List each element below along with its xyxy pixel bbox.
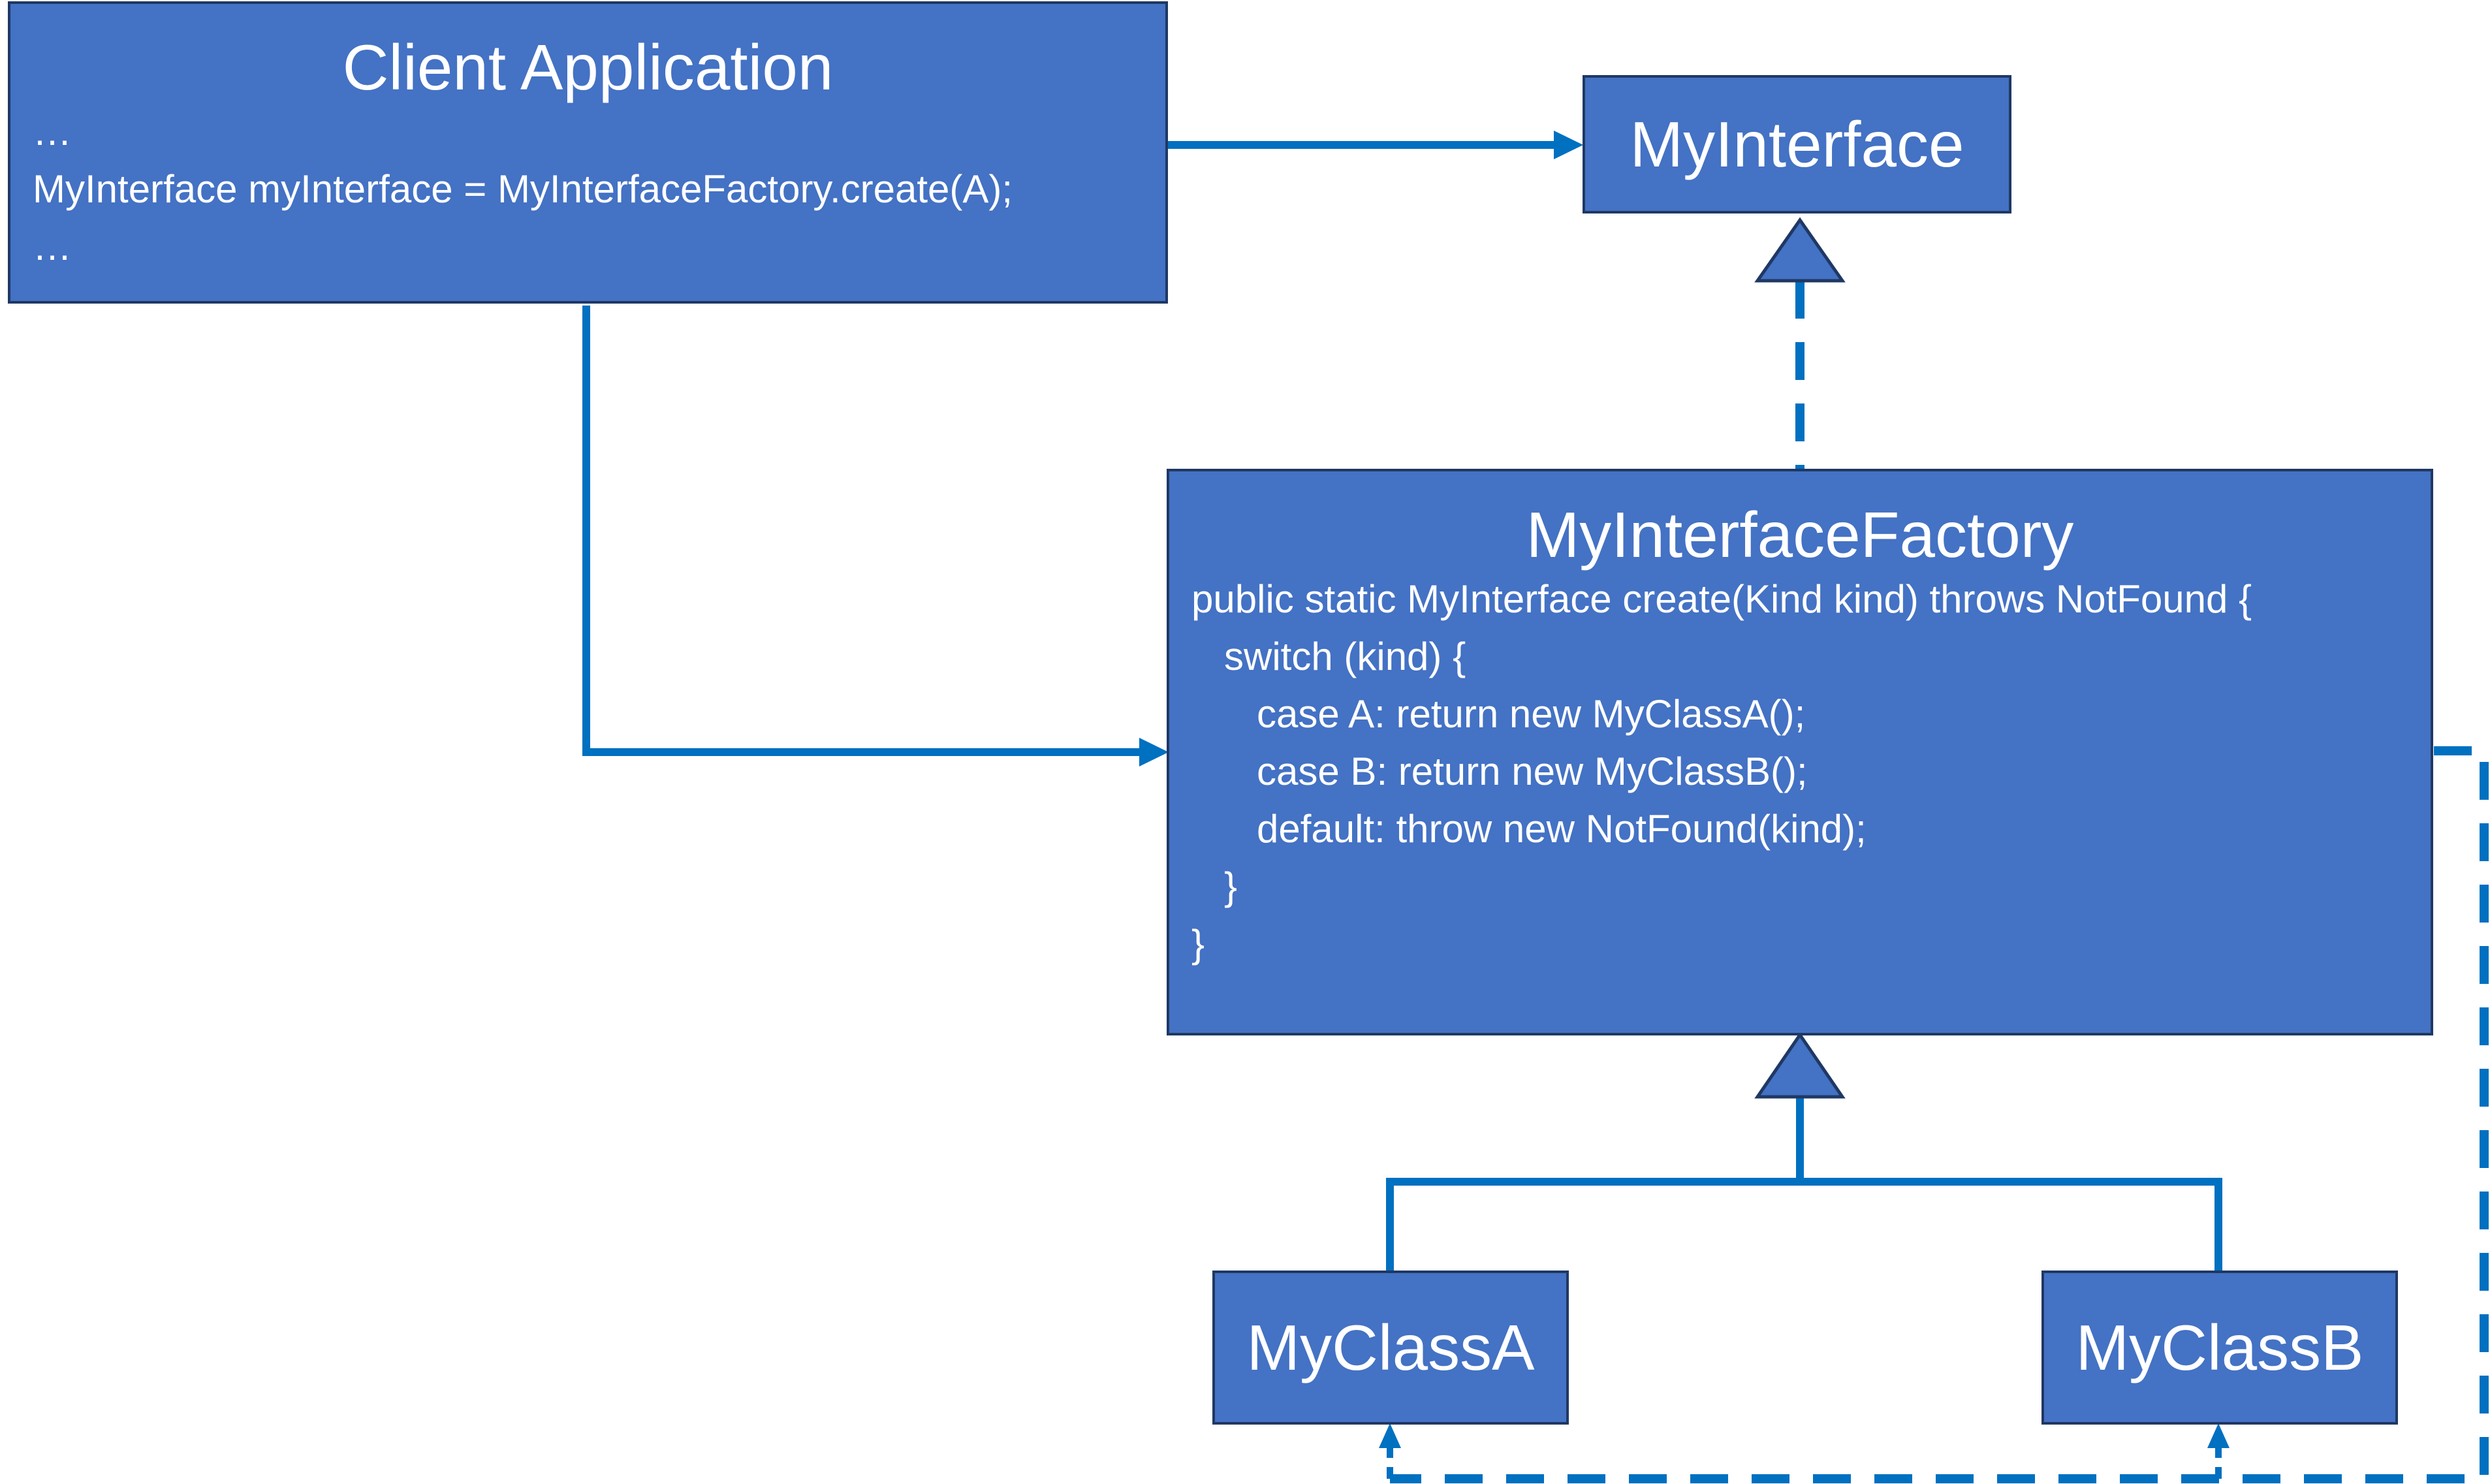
my-interface-factory-box: MyInterfaceFactory public static MyInter…: [1167, 469, 2433, 1035]
client-code-block: … MyInterface myInterface = MyInterfaceF…: [33, 103, 1165, 276]
factory-code-line: }: [1191, 864, 1238, 908]
factory-code-line: default: throw new NotFound(kind);: [1191, 807, 1867, 851]
client-code-line: …: [33, 225, 72, 268]
generalization-triangle-icon: [1754, 1032, 1846, 1099]
my-class-a-title: MyClassA: [1246, 1311, 1535, 1383]
client-application-box: Client Application … MyInterface myInter…: [8, 1, 1168, 304]
factory-code-line: case A: return new MyClassA();: [1191, 692, 1806, 736]
my-class-a-box: MyClassA: [1212, 1271, 1569, 1425]
factory-code-line: }: [1191, 922, 1205, 966]
factory-code-block: public static MyInterface create(Kind ki…: [1191, 571, 2431, 973]
my-class-b-title: MyClassB: [2075, 1311, 2364, 1383]
factory-code-line: switch (kind) {: [1191, 635, 1466, 678]
client-code-line: MyInterface myInterface = MyInterfaceFac…: [33, 167, 1013, 211]
class-a-arrowhead-icon: [1379, 1423, 1401, 1448]
factory-code-line: case B: return new MyClassB();: [1191, 750, 1808, 793]
realization-triangle-icon: [1754, 217, 1846, 283]
client-to-factory-arrow: [582, 306, 1169, 766]
dependency-connector: [1379, 746, 2489, 1483]
my-interface-box: MyInterface: [1583, 75, 2011, 213]
client-application-title: Client Application: [342, 31, 834, 103]
my-interface-title: MyInterface: [1630, 108, 1964, 180]
realization-connector: [1754, 217, 1846, 469]
factory-code-line: public static MyInterface create(Kind ki…: [1191, 577, 2252, 621]
client-code-line: …: [33, 110, 72, 153]
class-b-arrowhead-icon: [2207, 1423, 2230, 1448]
my-class-b-box: MyClassB: [2041, 1271, 2398, 1425]
client-to-interface-arrow: [1113, 131, 1583, 159]
my-interface-factory-title: MyInterfaceFactory: [1526, 499, 2074, 571]
generalization-connector: [1386, 1032, 2222, 1272]
